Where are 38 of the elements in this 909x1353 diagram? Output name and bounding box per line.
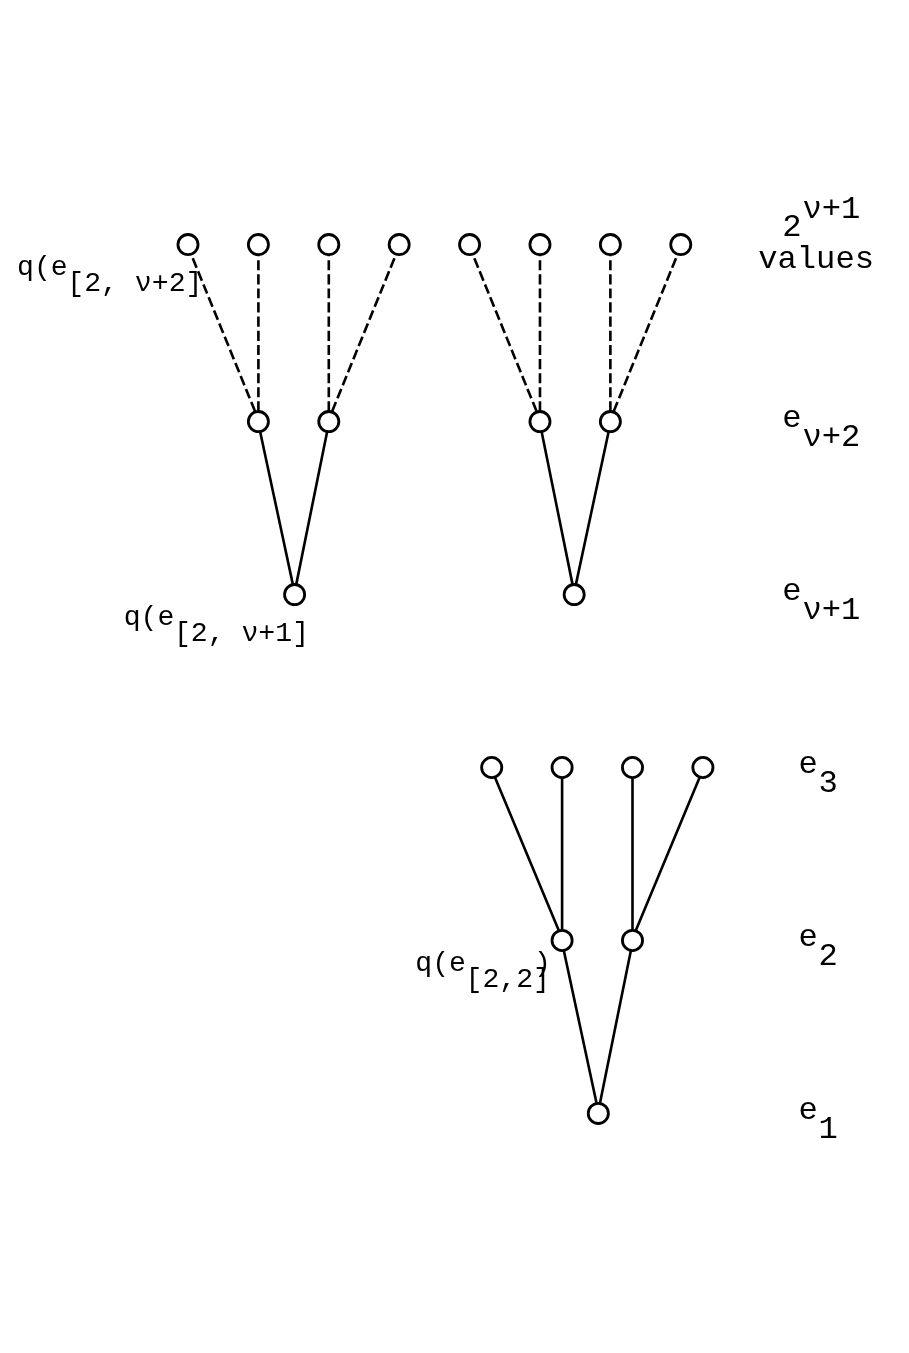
node-circle	[690, 755, 714, 779]
connector	[598, 950, 632, 1104]
connector	[330, 253, 397, 412]
node-circle	[246, 232, 270, 256]
node-circle	[550, 928, 574, 952]
connector	[612, 253, 679, 412]
connector	[258, 431, 294, 585]
connector	[538, 254, 541, 411]
node-circle	[387, 232, 411, 256]
node-circle	[176, 232, 199, 256]
node-circle	[668, 232, 692, 256]
connector	[634, 776, 701, 931]
node-circle	[620, 755, 644, 779]
node-circle	[246, 409, 270, 433]
connector	[630, 777, 634, 930]
node-circle	[620, 928, 644, 952]
connector	[562, 950, 598, 1104]
connector	[608, 254, 612, 411]
node-circle	[550, 755, 574, 779]
connector	[574, 431, 610, 585]
node-circle	[316, 232, 340, 256]
node-circle	[598, 232, 622, 256]
node-circle	[586, 1101, 610, 1125]
connector	[294, 431, 328, 585]
node-circle	[528, 409, 551, 433]
node-circle	[282, 582, 306, 606]
node-circle	[528, 232, 551, 256]
node-circle	[562, 582, 586, 606]
connector	[493, 776, 560, 931]
connector	[327, 254, 330, 411]
node-circle	[598, 409, 622, 433]
connector	[560, 777, 563, 930]
node-circle	[479, 755, 503, 779]
connector	[539, 431, 574, 585]
connector	[189, 253, 256, 412]
node-circle	[316, 409, 340, 433]
connector	[256, 254, 260, 411]
node-circle	[457, 232, 481, 256]
